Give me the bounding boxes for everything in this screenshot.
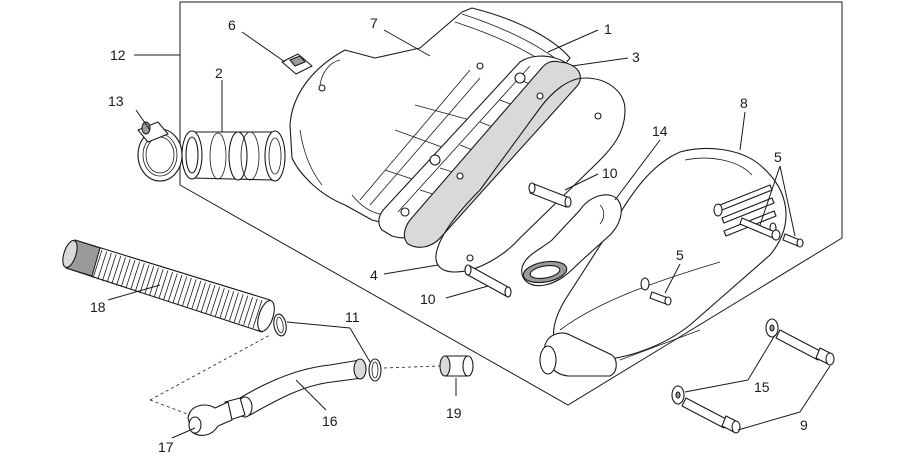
hose-rib xyxy=(167,273,178,302)
screw-middle xyxy=(649,291,672,306)
callout-4: 4 xyxy=(370,267,378,283)
washer-lower xyxy=(671,385,685,405)
hose-clamp xyxy=(137,121,183,182)
callout-18: 18 xyxy=(90,299,106,315)
filter-element xyxy=(403,60,581,248)
callout-9: 9 xyxy=(800,417,808,433)
intake-duct xyxy=(521,194,622,287)
small-clamp-lower xyxy=(368,358,382,382)
hose-rib xyxy=(149,267,159,296)
hose-rib xyxy=(153,268,164,298)
hose-rib xyxy=(92,249,103,279)
leader-lines xyxy=(107,29,831,439)
spring-clip xyxy=(281,53,313,75)
callout-10-lower: 10 xyxy=(420,291,436,307)
hose-rib xyxy=(247,298,258,327)
dashed-assembly-lines xyxy=(149,334,441,416)
callout-12: 12 xyxy=(110,47,126,63)
callout-6: 6 xyxy=(228,17,236,33)
pin-upper xyxy=(528,182,572,208)
hose-rib xyxy=(182,277,192,307)
callout-1: 1 xyxy=(604,21,612,37)
hose-rib xyxy=(177,276,188,305)
seal-gasket xyxy=(435,77,626,273)
hose-rib xyxy=(243,296,253,326)
hose-rib xyxy=(191,280,202,310)
hose-rib xyxy=(186,279,197,308)
rubber-sleeve xyxy=(181,130,286,182)
airbox-housing xyxy=(289,7,571,223)
hose-rib xyxy=(130,261,141,290)
callout-labels: 1 2 3 4 5 5 6 7 8 9 10 10 11 12 13 14 15… xyxy=(90,15,808,455)
drain-plug xyxy=(439,355,474,377)
hose-rib xyxy=(205,285,216,314)
hose-rib xyxy=(111,255,122,285)
hose-rib xyxy=(238,295,249,324)
hose-rib xyxy=(219,289,230,318)
pin-lower xyxy=(464,264,512,298)
callout-10-upper: 10 xyxy=(602,165,618,181)
hose-rib xyxy=(144,266,155,295)
callout-7: 7 xyxy=(370,15,378,31)
hose-rib xyxy=(214,288,225,317)
hose-rib xyxy=(158,270,169,299)
callout-11: 11 xyxy=(345,309,360,325)
callout-17: 17 xyxy=(158,439,174,455)
small-clamp-upper xyxy=(273,313,287,337)
drain-elbow xyxy=(187,401,233,436)
hose-rib xyxy=(116,257,126,286)
hose-rib xyxy=(200,283,211,312)
drain-tube xyxy=(224,358,367,421)
callout-5-upper: 5 xyxy=(774,149,782,165)
callout-8: 8 xyxy=(740,95,748,111)
hose-rib xyxy=(97,251,108,280)
hose-rib xyxy=(120,258,131,287)
callout-15: 15 xyxy=(754,379,770,395)
hose-rib xyxy=(172,274,183,304)
hose-rib xyxy=(125,260,136,289)
hose-rib xyxy=(224,291,235,320)
hose-rib xyxy=(233,293,244,323)
hose-rib xyxy=(106,254,117,283)
hose-rib xyxy=(252,299,263,329)
hose-rib xyxy=(102,252,112,282)
callout-16: 16 xyxy=(322,413,338,429)
hose-rib xyxy=(163,271,173,301)
bolt-lower xyxy=(681,397,741,434)
callout-5-middle: 5 xyxy=(676,247,684,263)
bolt-upper xyxy=(775,329,835,366)
hose-rib xyxy=(134,263,145,292)
hose-rib xyxy=(139,264,150,293)
callout-19: 19 xyxy=(446,405,462,421)
hose-rib xyxy=(229,292,239,321)
callout-14: 14 xyxy=(652,123,668,139)
hose-rib xyxy=(196,282,206,311)
callout-3: 3 xyxy=(632,49,640,65)
screw-upper xyxy=(739,217,804,248)
hose-rib xyxy=(210,286,221,315)
washer-upper xyxy=(765,318,779,338)
callout-13: 13 xyxy=(108,93,124,109)
callout-2: 2 xyxy=(215,65,223,81)
corrugated-drain-hose xyxy=(62,239,275,333)
